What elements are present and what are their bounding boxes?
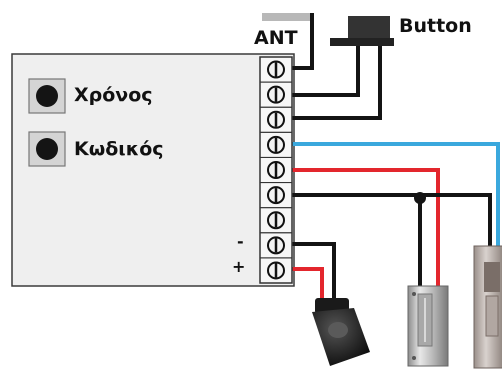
antenna-label: ANT <box>254 27 298 49</box>
button-wire-2 <box>276 46 382 120</box>
button-label: Button <box>399 15 472 37</box>
black-wire-common <box>276 193 492 250</box>
push-button-icon <box>330 16 394 46</box>
minus-label: - <box>237 232 244 251</box>
time-button[interactable] <box>28 78 66 114</box>
electric-lock-icon <box>473 245 502 369</box>
terminal-cell <box>259 257 293 284</box>
code-button-label: Κωδικός <box>74 138 164 160</box>
antenna-bar <box>262 13 312 21</box>
round-push-button-icon <box>36 85 58 107</box>
button-wire-1 <box>276 46 360 97</box>
buzzer-black-wire <box>276 242 336 300</box>
electric-lock-icon <box>407 285 449 367</box>
blue-wire <box>276 142 500 260</box>
plus-label: + <box>232 257 246 276</box>
buzzer-icon <box>312 298 370 366</box>
time-button-label: Χρόνος <box>74 84 153 106</box>
red-wire-lock <box>276 168 440 290</box>
code-button[interactable] <box>28 131 66 167</box>
wire-junction <box>414 192 426 204</box>
round-push-button-icon <box>36 138 58 160</box>
